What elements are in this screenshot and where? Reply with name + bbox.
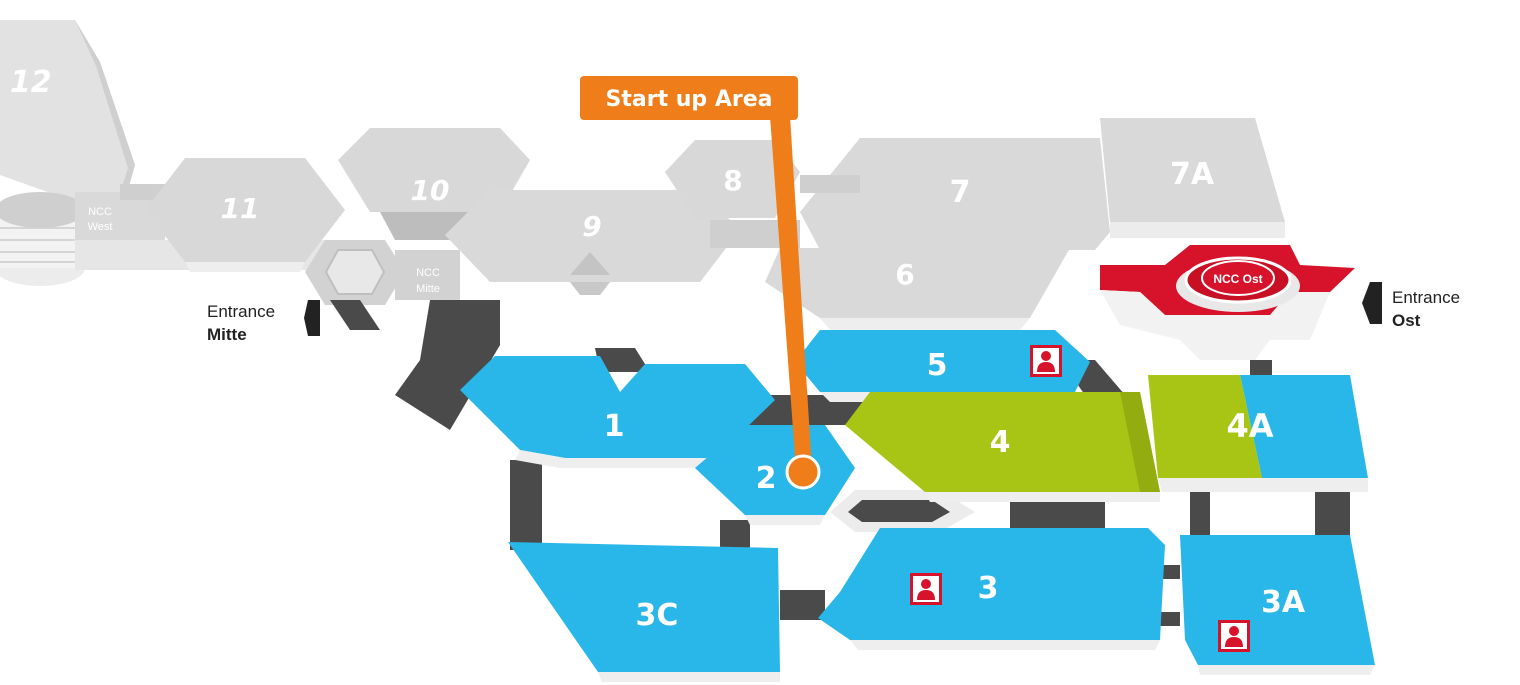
building-labels: NCC West NCC Mitte NCC Ost (88, 206, 1263, 295)
hall-3-label: 3 (978, 571, 999, 606)
ncc-mitte-label-1: NCC (416, 267, 440, 279)
entrance-labels: Entrance Mitte Entrance Ost (207, 288, 1460, 344)
entrance-ost-arrow (1362, 282, 1382, 324)
person-icon (1218, 620, 1250, 652)
green-halls (845, 375, 1368, 502)
hall-12-label: 12 (10, 65, 52, 100)
entrance-ost-label-2: Ost (1392, 311, 1421, 330)
gray-halls (0, 20, 1285, 330)
hall-3c-label: 3C (636, 598, 679, 633)
hall-1-label: 1 (604, 409, 625, 444)
ncc-west-label-2: West (88, 221, 113, 233)
hall-9-label: 9 (582, 210, 601, 243)
hall-5-label: 5 (927, 348, 948, 383)
hall-2-label: 2 (756, 461, 777, 496)
hall-10-label: 10 (411, 174, 450, 207)
entrance-ost-label-1: Entrance (1392, 288, 1460, 307)
hall-4-label: 4 (990, 425, 1011, 460)
hall-7a-label: 7A (1170, 157, 1215, 192)
ncc-mitte-label-2: Mitte (416, 283, 440, 295)
hall-3a-label: 3A (1261, 585, 1306, 620)
hall-11-label: 11 (221, 192, 260, 225)
hall-labels: 12 11 10 9 8 7 7A 6 5 4 4A 1 2 3 3C 3A (10, 65, 1306, 633)
start-up-area-callout: Start up Area (580, 76, 821, 490)
entrance-mitte-label-1: Entrance (207, 302, 275, 321)
entrance-mitte-arrow (304, 300, 320, 336)
person-icon (910, 573, 942, 605)
callout-label: Start up Area (606, 87, 773, 112)
hall-4a-label: 4A (1226, 407, 1273, 445)
entrance-mitte-label-2: Mitte (207, 325, 247, 344)
hall-6-label: 6 (895, 258, 914, 291)
person-icon (1030, 345, 1062, 377)
hall-8-label: 8 (723, 164, 742, 197)
ncc-west-label-1: NCC (88, 206, 112, 218)
hall-7-label: 7 (950, 175, 971, 210)
ncc-ost-label: NCC Ost (1213, 272, 1262, 286)
ncc-ost-building (1100, 245, 1355, 360)
